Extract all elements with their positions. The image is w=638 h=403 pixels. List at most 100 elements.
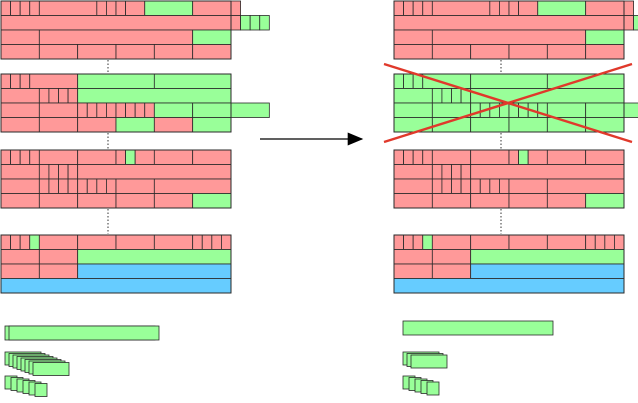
free-block (259, 15, 270, 31)
used-block (479, 178, 491, 194)
free-block (422, 234, 433, 250)
free-block (77, 73, 155, 89)
free-list-item (402, 320, 554, 336)
used-block (48, 178, 59, 194)
free-block (508, 117, 548, 133)
used-block (211, 234, 222, 250)
free-block (585, 193, 625, 209)
free-block (77, 88, 232, 104)
used-block (58, 164, 69, 180)
used-block (546, 234, 587, 250)
used-block (585, 149, 625, 165)
free-list-item (34, 383, 48, 397)
used-block (403, 149, 414, 165)
used-block (38, 102, 79, 118)
used-block (10, 149, 21, 165)
used-block (431, 193, 472, 209)
free-block (77, 249, 232, 265)
free-block (441, 88, 452, 104)
used-block (508, 193, 548, 209)
used-block (201, 234, 213, 250)
used-block (134, 149, 155, 165)
memory-page (0, 149, 232, 209)
used-block (192, 0, 241, 16)
free-block (29, 234, 40, 250)
used-block (412, 149, 424, 165)
page-frame (393, 234, 625, 294)
used-block (441, 164, 452, 180)
used-block (470, 193, 510, 209)
used-block (192, 234, 203, 250)
used-block (393, 249, 433, 265)
used-block (192, 44, 232, 60)
used-block (221, 234, 232, 250)
free-list-medium (4, 351, 70, 376)
used-block (508, 149, 519, 165)
used-block (0, 178, 40, 194)
before-state (0, 0, 270, 397)
used-block (115, 149, 126, 165)
used-block (77, 102, 88, 118)
free-block (249, 15, 261, 31)
free-block (144, 0, 194, 16)
used-block (0, 0, 11, 16)
memory-page (393, 149, 625, 209)
used-block (422, 149, 433, 165)
used-block (77, 178, 88, 194)
used-block (48, 88, 59, 104)
used-block (0, 234, 11, 250)
used-block (431, 249, 472, 265)
used-block (431, 234, 472, 250)
free-block (585, 102, 638, 118)
page-frame (393, 0, 625, 60)
used-block (393, 0, 404, 16)
used-block (153, 44, 194, 60)
used-block (125, 102, 136, 118)
used-block (393, 193, 433, 209)
used-block (29, 73, 79, 89)
used-block (0, 249, 40, 265)
used-block (546, 149, 587, 165)
used-block (0, 117, 40, 133)
free-list-item (32, 362, 70, 376)
used-block (489, 0, 500, 16)
free-block (192, 193, 232, 209)
free-list-item (8, 325, 160, 341)
used-block (38, 164, 50, 180)
unallocated-block (393, 278, 625, 294)
memory-page (383, 62, 638, 144)
used-block (393, 234, 404, 250)
used-block (125, 0, 146, 16)
free-block (537, 0, 587, 16)
free-block (393, 102, 433, 118)
memory-page (0, 234, 232, 294)
used-block (431, 29, 587, 45)
memory-page (0, 0, 270, 60)
used-block (431, 0, 491, 16)
used-block (393, 44, 433, 60)
used-block (19, 0, 31, 16)
used-block (86, 102, 98, 118)
free-block (518, 102, 529, 118)
memory-page (393, 0, 638, 60)
used-block (393, 149, 404, 165)
free-list-item (426, 381, 440, 396)
free-block (422, 73, 472, 89)
used-block (153, 117, 194, 133)
used-block (10, 73, 21, 89)
used-block (115, 102, 126, 118)
used-block (38, 249, 79, 265)
used-block (546, 193, 587, 209)
memory-page (0, 73, 270, 133)
used-block (134, 102, 146, 118)
used-block (38, 263, 79, 279)
used-block (0, 193, 40, 209)
used-block (431, 178, 443, 194)
unallocated-block (77, 263, 232, 279)
free-block (153, 102, 194, 118)
used-block (115, 178, 155, 194)
used-block (518, 0, 539, 16)
free-block (192, 117, 232, 133)
used-block (10, 0, 21, 16)
